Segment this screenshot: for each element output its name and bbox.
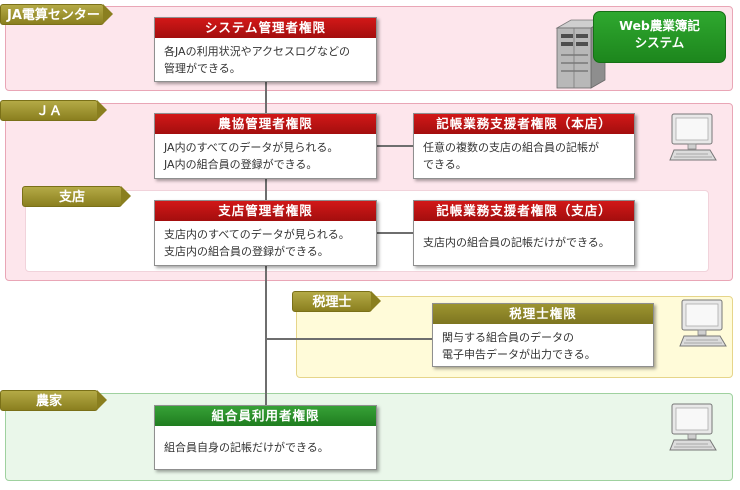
computer-icon [669, 403, 717, 451]
web-bookkeeping-system-badge: Web農業簿記 システム [593, 11, 726, 63]
support-head-title: 記帳業務支援者権限（本店） [414, 114, 634, 134]
support-head-desc-line2: できる。 [423, 158, 467, 171]
tax-tab: 税理士 [292, 291, 381, 312]
system-admin-role-box: システム管理者権限 各JAの利用状況やアクセスログなどの 管理ができる。 [154, 17, 377, 82]
computer-icon [679, 299, 727, 347]
tax-accountant-title: 税理士権限 [433, 304, 653, 324]
system-admin-desc-line1: 各JAの利用状況やアクセスログなどの [164, 45, 351, 58]
support-head-role-box: 記帳業務支援者権限（本店） 任意の複数の支店の組合員の記帳が できる。 [413, 113, 635, 179]
branch-admin-desc-line2: 支店内の組合員の登録ができる。 [164, 245, 329, 258]
kyoukai-admin-desc-line2: JA内の組合員の登録ができる。 [164, 158, 318, 171]
branch-admin-desc-line1: 支店内のすべてのデータが見られる。 [164, 228, 350, 241]
tax-accountant-role-box: 税理士権限 関与する組合員のデータの 電子申告データが出力できる。 [432, 303, 654, 367]
support-branch-title: 記帳業務支援者権限（支店） [414, 201, 634, 221]
ja-center-tab: JA電算センター [0, 4, 113, 25]
system-admin-title: システム管理者権限 [155, 18, 376, 38]
system-badge-line2: システム [634, 35, 685, 50]
kyoukai-admin-role-box: 農協管理者権限 JA内のすべてのデータが見られる。 JA内の組合員の登録ができる… [154, 113, 377, 179]
connector-ja-support [377, 145, 413, 147]
member-user-desc-line1: 組合員自身の記帳だけができる。 [164, 441, 329, 454]
connector-tax [266, 338, 432, 340]
system-badge-line1: Web農業簿記 [619, 18, 700, 33]
farmer-tab: 農家 [0, 390, 107, 411]
branch-admin-role-box: 支店管理者権限 支店内のすべてのデータが見られる。 支店内の組合員の登録ができる… [154, 200, 377, 266]
member-user-title: 組合員利用者権限 [155, 406, 376, 426]
tax-accountant-desc-line2: 電子申告データが出力できる。 [442, 348, 596, 361]
tax-accountant-desc-line1: 関与する組合員のデータの [442, 331, 574, 344]
connector-branch-support [377, 232, 413, 234]
support-branch-desc-line1: 支店内の組合員の記帳だけができる。 [423, 236, 610, 249]
branch-tab: 支店 [22, 186, 131, 207]
computer-icon [669, 113, 717, 161]
member-user-role-box: 組合員利用者権限 組合員自身の記帳だけができる。 [154, 405, 377, 470]
support-branch-role-box: 記帳業務支援者権限（支店） 支店内の組合員の記帳だけができる。 [413, 200, 635, 266]
kyoukai-admin-title: 農協管理者権限 [155, 114, 376, 134]
ja-tab: ＪＡ [0, 100, 107, 121]
support-head-desc-line1: 任意の複数の支店の組合員の記帳が [423, 141, 599, 154]
kyoukai-admin-desc-line1: JA内のすべてのデータが見られる。 [164, 141, 339, 154]
branch-admin-title: 支店管理者権限 [155, 201, 376, 221]
system-admin-desc-line2: 管理ができる。 [164, 62, 241, 75]
